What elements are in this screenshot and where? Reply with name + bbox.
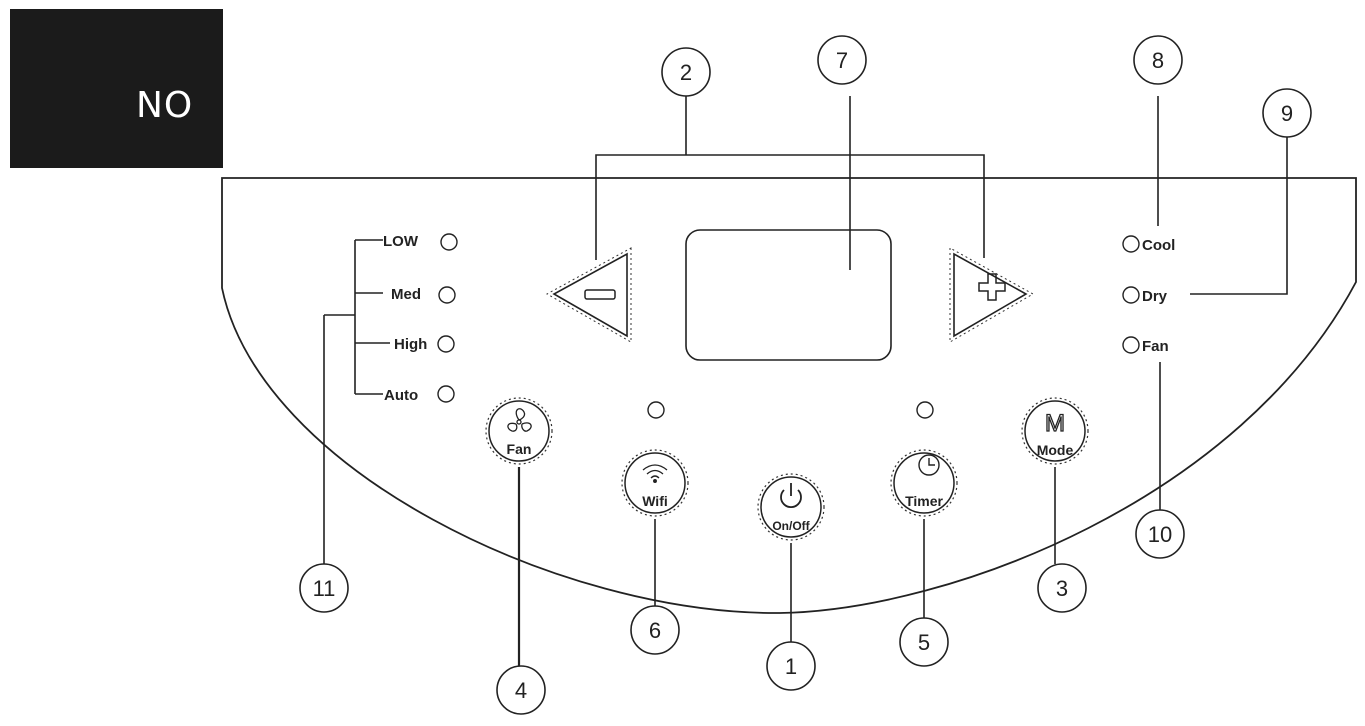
callout-2: 2 [661, 47, 711, 97]
callout-6: 6 [630, 605, 680, 655]
fan-speed-bracket [323, 239, 390, 564]
power-icon [780, 483, 802, 509]
svg-text:2: 2 [680, 60, 692, 85]
panel-outline [221, 177, 1357, 614]
indicator-led-icon [437, 385, 455, 403]
mode-label-dry: Dry [1142, 288, 1168, 305]
wifi-button-label: Wifi [642, 493, 668, 509]
callout-7: 7 [817, 35, 867, 85]
mode-callout-lines [1157, 96, 1288, 510]
mode-label-fan: Fan [1142, 338, 1169, 355]
plus-button[interactable] [949, 247, 1035, 343]
svg-text:11: 11 [313, 576, 336, 601]
callout-1: 1 [766, 641, 816, 691]
timer-indicator-led [916, 401, 934, 419]
callout-3: 3 [1037, 563, 1087, 613]
fan-speed-label-low: LOW [383, 233, 419, 250]
fan-button[interactable]: Fan [485, 397, 553, 465]
svg-text:6: 6 [649, 618, 661, 643]
callout-2-bracket [595, 94, 985, 260]
fan-speed-label-high: High [394, 336, 427, 353]
indicator-led-icon [437, 335, 455, 353]
callout-4: 4 [496, 665, 546, 715]
svg-text:8: 8 [1152, 48, 1164, 73]
mode-button-label: Mode [1037, 442, 1074, 458]
mode-glyph-icon: M [1045, 410, 1065, 437]
indicator-led-icon [1122, 336, 1140, 354]
wifi-button[interactable]: Wifi [621, 449, 689, 517]
mode-label-cool: Cool [1142, 237, 1175, 254]
minus-button[interactable] [545, 247, 632, 343]
timer-button[interactable]: Timer [890, 449, 958, 517]
svg-text:3: 3 [1056, 576, 1068, 601]
fan-speed-label-auto: Auto [384, 387, 418, 404]
indicator-led-icon [440, 233, 458, 251]
callout-8: 8 [1133, 35, 1183, 85]
mode-button[interactable]: M Mode [1021, 397, 1089, 465]
svg-text:9: 9 [1281, 101, 1293, 126]
timer-button-label: Timer [905, 493, 943, 509]
fan-icon [507, 408, 532, 432]
mode-labels: Cool Dry Fan [1122, 235, 1175, 355]
fan-speed-labels: LOW Med High Auto [383, 233, 458, 404]
indicator-led-icon [438, 286, 456, 304]
svg-text:10: 10 [1148, 522, 1172, 547]
wifi-icon [642, 464, 668, 483]
svg-text:7: 7 [836, 48, 848, 73]
callout-10: 10 [1135, 509, 1185, 559]
display-screen [685, 229, 892, 361]
callout-9: 9 [1262, 88, 1312, 138]
fan-button-label: Fan [507, 441, 532, 457]
wifi-indicator-led [647, 401, 665, 419]
callout-5: 5 [899, 617, 949, 667]
clock-icon [918, 454, 940, 476]
power-button[interactable]: On/Off [757, 473, 825, 541]
button-callout-lines [517, 96, 1056, 666]
callout-11: 11 [299, 563, 349, 613]
svg-text:1: 1 [785, 654, 797, 679]
minus-icon [584, 289, 616, 300]
no-badge: NO [10, 9, 223, 168]
power-button-label: On/Off [772, 519, 810, 533]
no-badge-text: NO [136, 85, 194, 126]
plus-icon [978, 273, 1006, 301]
svg-text:5: 5 [918, 630, 930, 655]
svg-text:4: 4 [515, 678, 527, 703]
indicator-led-icon [1122, 286, 1140, 304]
indicator-led-icon [1122, 235, 1140, 253]
fan-speed-label-med: Med [391, 286, 421, 303]
